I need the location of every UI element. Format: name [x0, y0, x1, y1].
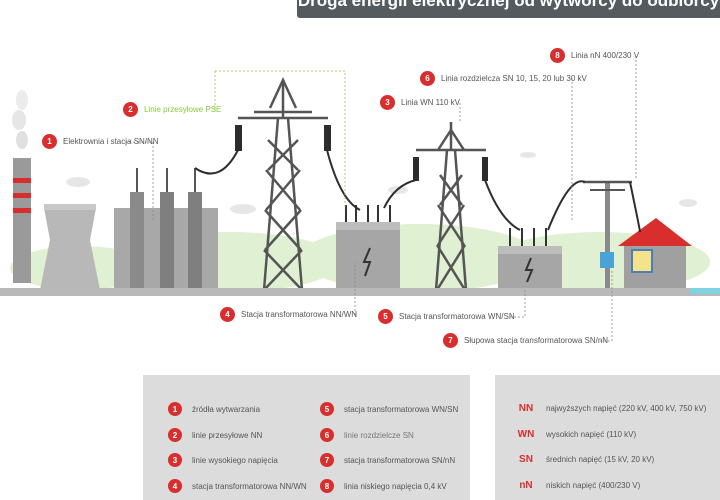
callout-number: 7 [443, 333, 458, 348]
callout-wn-sn-substation: 5 Stacja transformatorowa WN/SN [378, 309, 515, 324]
voltage-code: SN [519, 454, 533, 465]
clouds [66, 152, 697, 214]
nn-insulators [235, 125, 331, 151]
legend-item: 4 stacja transformatorowa NN/WN [168, 479, 307, 493]
legend-number: 3 [168, 453, 182, 467]
legend-item: 3 linie wysokiego napięcia [168, 453, 278, 467]
legend-number: 4 [168, 479, 182, 493]
power-plant [12, 90, 218, 290]
callout-number: 8 [550, 48, 565, 63]
legend-label: stacja transformatorowa WN/SN [344, 404, 459, 414]
legend-number: 2 [168, 428, 182, 442]
legend-item: 6 linie rozdzielcze SN [320, 428, 414, 442]
nn-transmission-tower [238, 77, 328, 291]
legend-label: linie przesyłowe NN [192, 430, 263, 440]
legend-item: 7 stacja transformatorowa SN/nN [320, 453, 455, 467]
voltage-code: nN [519, 480, 533, 491]
voltage-level-row: NN najwyższych napięć (220 kV, 400 kV, 7… [506, 403, 707, 414]
callout-power-plant: 1 Elektrownia i stacja SN/NN [42, 134, 159, 149]
callout-label: Stacja transformatorowa NN/WN [241, 310, 358, 319]
voltage-levels-panel [495, 375, 720, 500]
voltage-description: niskich napięć (400/230 V) [546, 481, 641, 490]
voltage-level-row: SN średnich napięć (15 kV, 20 kV) [506, 454, 654, 465]
substation-nn-wn [336, 205, 400, 290]
house [618, 218, 692, 290]
voltage-level-row: nN niskich napięć (400/230 V) [506, 480, 640, 491]
wn-transmission-tower [416, 122, 486, 291]
callout-pole-station: 7 Słupowa stacja transformatorowa SN/nN [443, 333, 608, 348]
legend-label: stacja transformatorowa NN/WN [192, 481, 307, 491]
callout-label: Elektrownia i stacja SN/NN [63, 137, 159, 146]
callout-number: 2 [123, 102, 138, 117]
legend-label: linie wysokiego napięcia [192, 455, 278, 465]
substation-wn-sn [498, 228, 562, 290]
ground [0, 288, 720, 296]
legend-number: 1 [168, 402, 182, 416]
callout-label: Linia rozdzielcza SN 10, 15, 20 lub 30 k… [441, 74, 587, 83]
callout-number: 4 [220, 307, 235, 322]
callout-number: 5 [378, 309, 393, 324]
voltage-code: WN [517, 429, 535, 440]
diagram-title: Droga energii elektrycznej od wytwórcy d… [297, 0, 720, 18]
legend-item: 8 linia niskiego napięcia 0,4 kV [320, 479, 447, 493]
legend-label: źródła wytwarzania [192, 404, 261, 414]
callout-number: 1 [42, 134, 57, 149]
legend-item: 2 linie przesyłowe NN [168, 428, 262, 442]
legend-label: linie rozdzielcze SN [344, 430, 414, 440]
callout-nn-wn-substation: 4 Stacja transformatorowa NN/WN [220, 307, 357, 322]
callout-label: Linie przesyłowe PSE [144, 105, 222, 114]
legend-number: 6 [320, 428, 334, 442]
leader-lines [125, 56, 637, 342]
callout-label: Linia WN 110 kV [401, 98, 460, 107]
pole-transformer-station [583, 180, 632, 290]
callout-label: Słupowa stacja transformatorowa SN/nN [464, 336, 609, 345]
callout-label: Linia nN 400/230 V [571, 51, 640, 60]
voltage-level-row: WN wysokich napięć (110 kV) [506, 429, 636, 440]
voltage-code: NN [518, 403, 534, 414]
water [690, 288, 720, 294]
voltage-description: najwyższych napięć (220 kV, 400 kV, 750 … [546, 404, 707, 413]
voltage-description: średnich napięć (15 kV, 20 kV) [546, 455, 655, 464]
legend-number: 5 [320, 402, 334, 416]
voltage-description: wysokich napięć (110 kV) [546, 430, 637, 439]
callout-number: 3 [380, 95, 395, 110]
legend-item: 5 stacja transformatorowa WN/SN [320, 402, 458, 416]
callout-transmission-lines: 2 Linie przesyłowe PSE [123, 102, 221, 117]
callout-wn-line: 3 Linia WN 110 kV [380, 95, 460, 110]
legend-label: linia niskiego napięcia 0,4 kV [344, 481, 447, 491]
callout-number: 6 [420, 71, 435, 86]
power-grid-illustration [0, 56, 720, 342]
callout-sn-distribution-line: 6 Linia rozdzielcza SN 10, 15, 20 lub 30… [420, 71, 587, 86]
wn-insulators [413, 157, 488, 181]
legend-label: stacja transformatorowa SN/nN [344, 455, 456, 465]
power-lines [194, 149, 641, 233]
callout-nn-line: 8 Linia nN 400/230 V [550, 48, 639, 63]
legend-number: 7 [320, 453, 334, 467]
legend-number: 8 [320, 479, 334, 493]
callout-label: Stacja transformatorowa WN/SN [399, 312, 515, 321]
legend-item: 1 źródła wytwarzania [168, 402, 260, 416]
legend-panel [143, 375, 470, 500]
